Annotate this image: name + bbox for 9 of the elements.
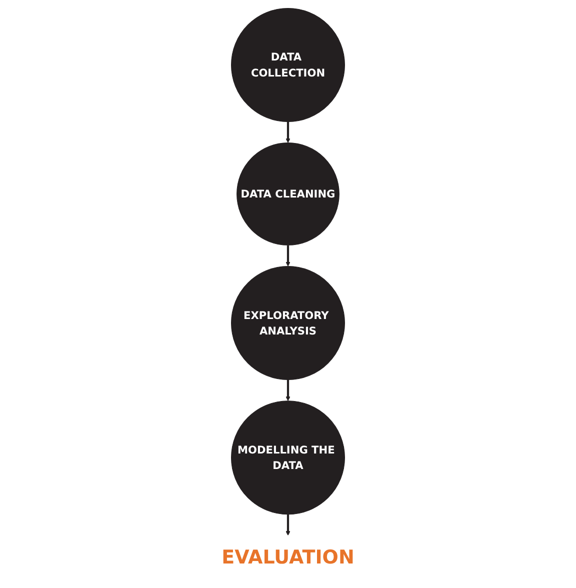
arrow xyxy=(286,122,290,144)
arrow xyxy=(286,514,290,536)
node-circle: DATA COLLECTION xyxy=(231,8,345,122)
node-circle: MODELLING THE DATA xyxy=(231,400,345,515)
arrow xyxy=(286,380,290,402)
node-circle: DATA CLEANING xyxy=(236,142,340,246)
arrow xyxy=(286,245,290,266)
node-circle: EXPLORATORY ANALYSIS xyxy=(231,266,345,380)
node-text: EVALUATION xyxy=(222,546,354,568)
